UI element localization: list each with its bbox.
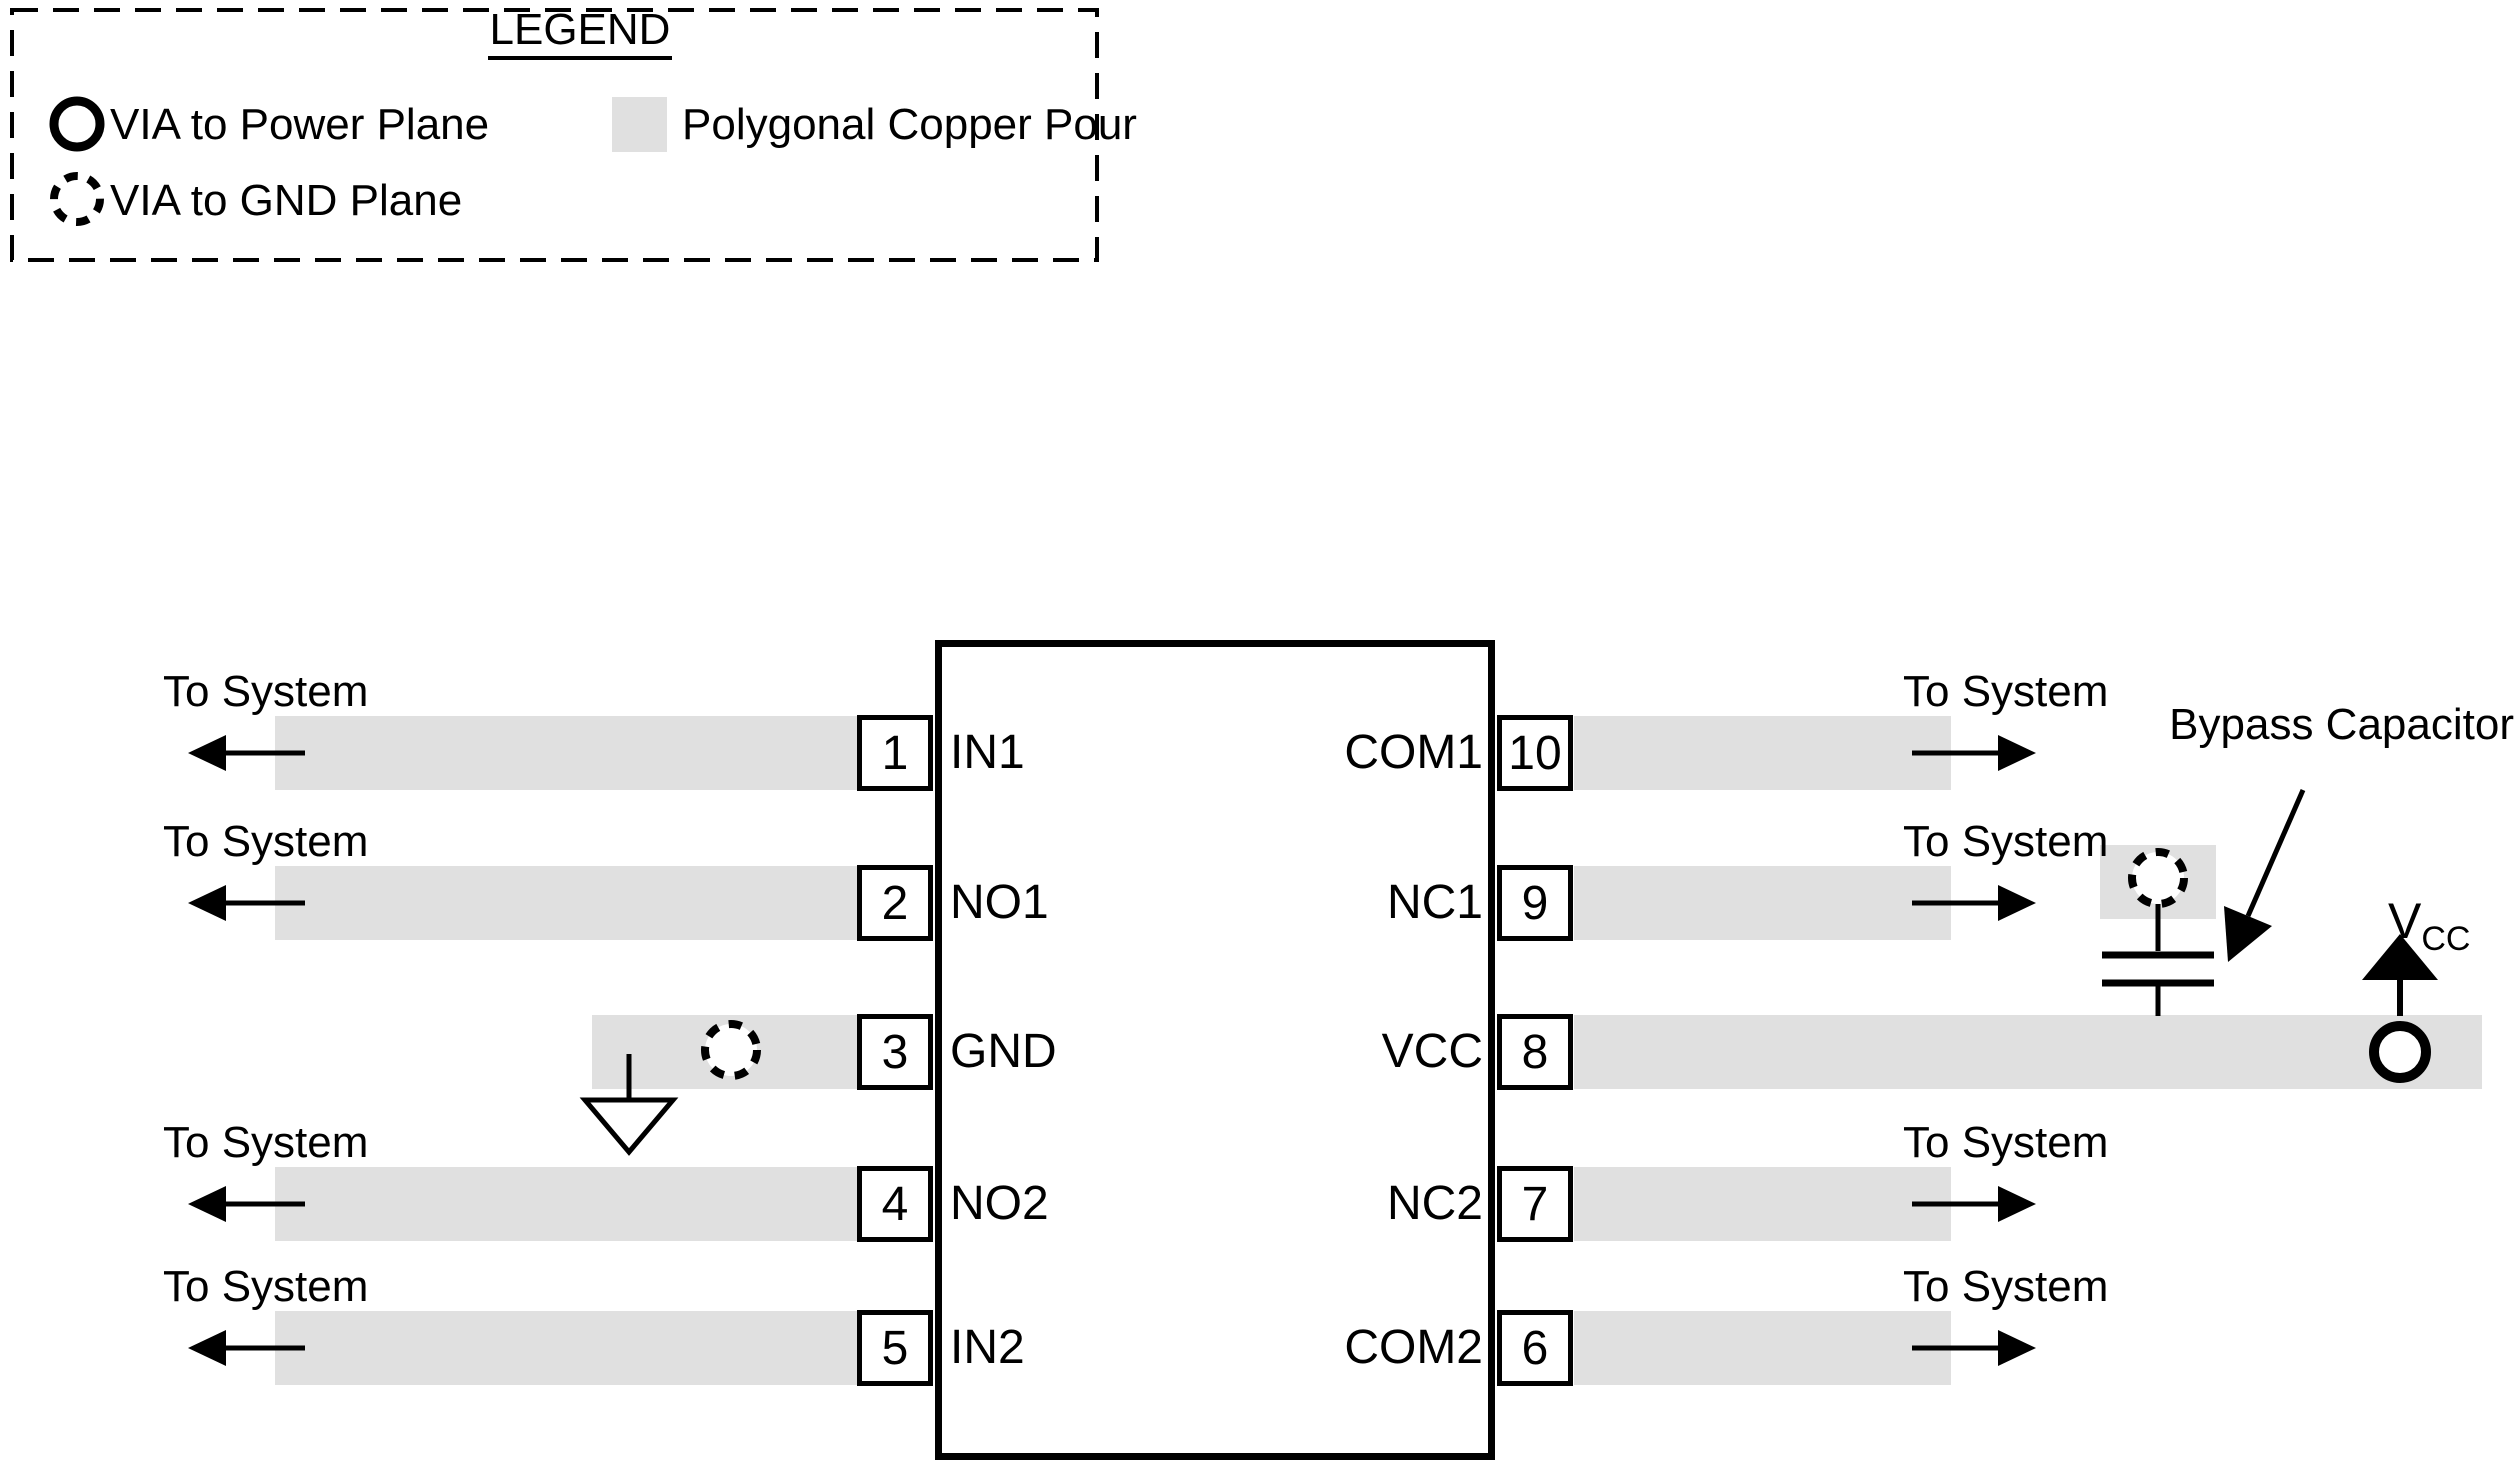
ic-body (935, 640, 1495, 1460)
trace-pin10 (1574, 716, 1951, 790)
arrow-head-left-icon (188, 885, 226, 921)
pin-box-3: 3 (857, 1014, 933, 1090)
trace-pin8-vcc (1574, 1015, 2482, 1089)
pin-label-vcc: VCC (1381, 1025, 1483, 1078)
pin-number-8: 8 (1521, 1025, 1549, 1079)
pin-number-7: 7 (1521, 1177, 1549, 1231)
arrow-head-left-icon (188, 1330, 226, 1366)
pin-number-2: 2 (881, 876, 909, 930)
to-system-label-pin4: To System (163, 1118, 369, 1167)
arrow-head-left-icon (188, 735, 226, 771)
pin-number-10: 10 (1508, 726, 1562, 780)
annotation-line (2245, 788, 2306, 918)
gnd-via-icon (50, 172, 104, 226)
arrow-head-right-icon (1998, 1330, 2036, 1366)
pin-box-7: 7 (1497, 1166, 1573, 1242)
bypass-capacitor-symbol-icon (2102, 904, 2214, 1016)
pin-label-no2: NO2 (950, 1177, 1049, 1230)
to-system-label-pin2: To System (163, 817, 369, 866)
to-system-label-pin6: To System (1903, 1262, 2109, 1311)
pin-box-9: 9 (1497, 865, 1573, 941)
to-system-label-pin5: To System (163, 1262, 369, 1311)
bypass-annotation-arrow (2224, 788, 2306, 962)
pin-box-2: 2 (857, 865, 933, 941)
bypass-copper-island (2100, 845, 2216, 919)
trace-pin1 (275, 716, 858, 790)
legend-item-power-via-label: VIA to Power Plane (110, 100, 490, 149)
pin-number-6: 6 (1521, 1321, 1549, 1375)
pin-box-6: 6 (1497, 1310, 1573, 1386)
trace-pin5 (275, 1311, 858, 1385)
trace-pin3-gnd (592, 1015, 858, 1089)
copper-pour-swatch (612, 97, 667, 152)
pin-label-no1: NO1 (950, 876, 1049, 929)
pin-number-3: 3 (881, 1025, 909, 1079)
to-system-label-pin7: To System (1903, 1118, 2109, 1167)
arrow-head-right-icon (1998, 885, 2036, 921)
trace-pin2 (275, 866, 858, 940)
legend-item-gnd-via-label: VIA to GND Plane (110, 176, 463, 225)
arrow-head-right-icon (1998, 1186, 2036, 1222)
legend-title: LEGEND (430, 4, 730, 60)
pin-box-10: 10 (1497, 715, 1573, 791)
pin-label-nc2: NC2 (1386, 1177, 1483, 1230)
legend-title-text: LEGEND (487, 5, 673, 60)
arrow-head-right-icon (1998, 735, 2036, 771)
trace-pin6 (1574, 1311, 1951, 1385)
trace-pin4 (275, 1167, 858, 1241)
pin-label-com2: COM2 (1344, 1321, 1483, 1374)
bypass-capacitor-label: Bypass Capacitor (2169, 700, 2514, 749)
pin-box-4: 4 (857, 1166, 933, 1242)
power-via-icon (49, 96, 105, 152)
annotation-arrow-head-icon (2224, 906, 2272, 962)
to-system-label-pin1: To System (163, 667, 369, 716)
pin-box-1: 1 (857, 715, 933, 791)
arrow-head-left-icon (188, 1186, 226, 1222)
trace-pin9 (1574, 866, 1951, 940)
pin-number-9: 9 (1521, 876, 1549, 930)
ground-triangle (579, 1097, 679, 1156)
pin-number-1: 1 (881, 726, 909, 780)
pin-label-nc1: NC1 (1386, 876, 1483, 929)
pin-box-5: 5 (857, 1310, 933, 1386)
vcc-supply-label: VCC (2388, 892, 2470, 958)
pin-box-8: 8 (1497, 1014, 1573, 1090)
trace-pin7 (1574, 1167, 1951, 1241)
vcc-sub-text: CC (2421, 920, 2471, 958)
pin-label-com1: COM1 (1344, 726, 1483, 779)
legend-item-copper-pour-label: Polygonal Copper Pour (682, 100, 1137, 149)
pin-number-5: 5 (881, 1321, 909, 1375)
pin-label-in2: IN2 (950, 1321, 1025, 1374)
pin-label-gnd: GND (950, 1025, 1057, 1078)
to-system-label-pin9: To System (1903, 817, 2109, 866)
to-system-label-pin10: To System (1903, 667, 2109, 716)
vcc-main-text: V (2388, 893, 2422, 949)
pin-number-4: 4 (881, 1177, 909, 1231)
pin-label-in1: IN1 (950, 726, 1025, 779)
